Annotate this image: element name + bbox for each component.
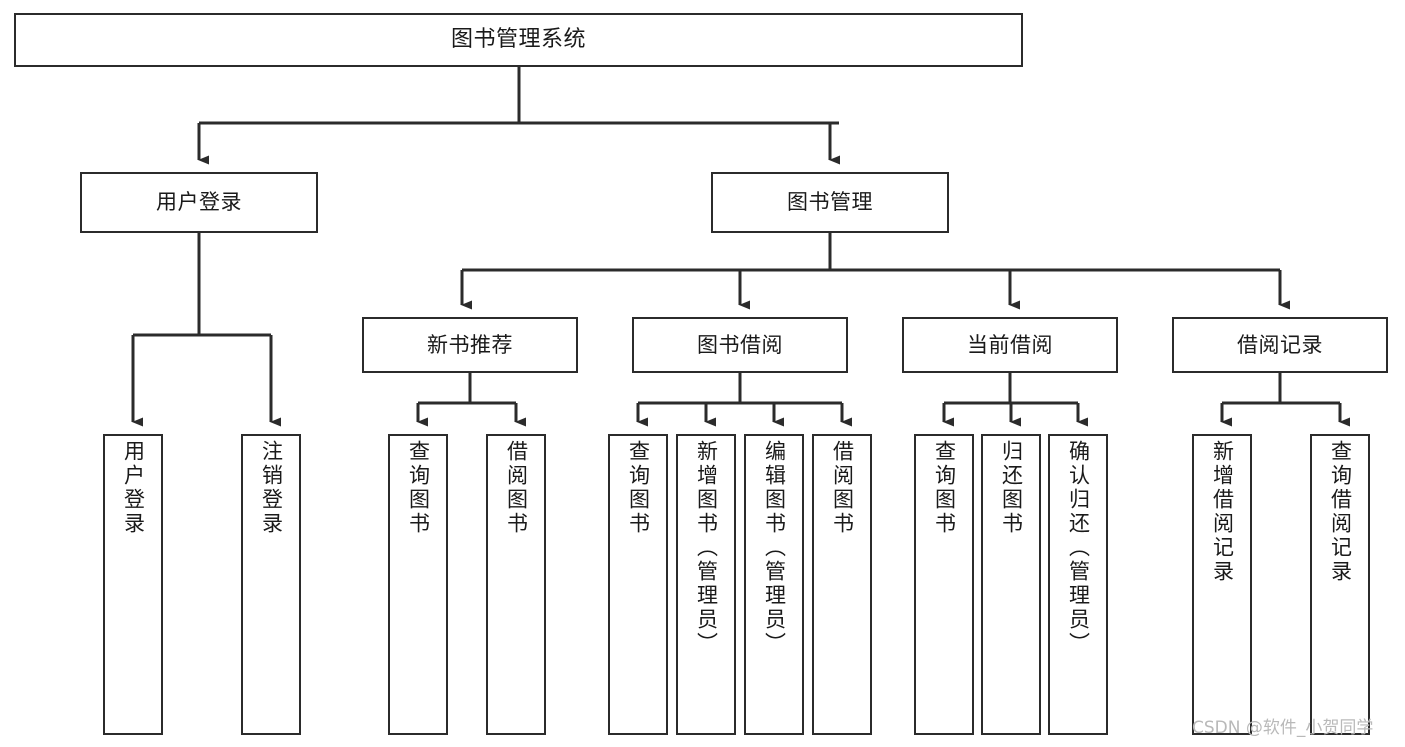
leaf-query-books-current[interactable]: 查询图书 [914,434,974,735]
leaf-query-books-borrow[interactable]: 查询图书 [608,434,668,735]
node-book-borrow[interactable]: 图书借阅 [632,317,848,373]
leaf-add-borrow-record[interactable]: 新增借阅记录 [1192,434,1252,735]
node-root-system[interactable]: 图书管理系统 [14,13,1023,67]
node-label: 新书推荐 [427,332,513,357]
node-label: 图书管理系统 [450,27,586,53]
node-label: 图书借阅 [697,332,783,357]
node-label: 查询图书 [626,440,651,536]
node-borrow-records[interactable]: 借阅记录 [1172,317,1388,373]
leaf-return-books[interactable]: 归还图书 [981,434,1041,735]
node-label: 当前借阅 [967,332,1053,357]
node-label: 新增借阅记录 [1210,440,1235,584]
node-new-book-recommend[interactable]: 新书推荐 [362,317,578,373]
node-label: 借阅图书 [504,440,529,536]
leaf-borrow-books-newbook[interactable]: 借阅图书 [486,434,546,735]
leaf-user-login[interactable]: 用户登录 [103,434,163,735]
node-label: 新增图书（管理员） [694,440,719,656]
node-label: 查询借阅记录 [1328,440,1353,584]
leaf-logout[interactable]: 注销登录 [241,434,301,735]
node-label: 注销登录 [259,440,284,536]
leaf-borrow-books[interactable]: 借阅图书 [812,434,872,735]
leaf-edit-book-admin[interactable]: 编辑图书（管理员） [744,434,804,735]
watermark: CSDN @软件_小贺同学 [1192,718,1374,738]
node-label: 确认归还（管理员） [1066,440,1091,656]
leaf-query-books-newbook[interactable]: 查询图书 [388,434,448,735]
node-book-management[interactable]: 图书管理 [711,172,949,233]
node-label: 借阅图书 [830,440,855,536]
node-label: 用户登录 [121,440,146,536]
leaf-confirm-return-admin[interactable]: 确认归还（管理员） [1048,434,1108,735]
node-current-borrow[interactable]: 当前借阅 [902,317,1118,373]
node-label: 归还图书 [999,440,1024,536]
leaf-query-borrow-record[interactable]: 查询借阅记录 [1310,434,1370,735]
node-user-login[interactable]: 用户登录 [80,172,318,233]
node-label: 用户登录 [156,190,242,215]
node-label: 图书管理 [787,190,873,215]
node-label: 查询图书 [406,440,431,536]
leaf-add-book-admin[interactable]: 新增图书（管理员） [676,434,736,735]
node-label: 查询图书 [932,440,957,536]
node-label: 借阅记录 [1237,332,1323,357]
node-label: 编辑图书（管理员） [762,440,787,656]
